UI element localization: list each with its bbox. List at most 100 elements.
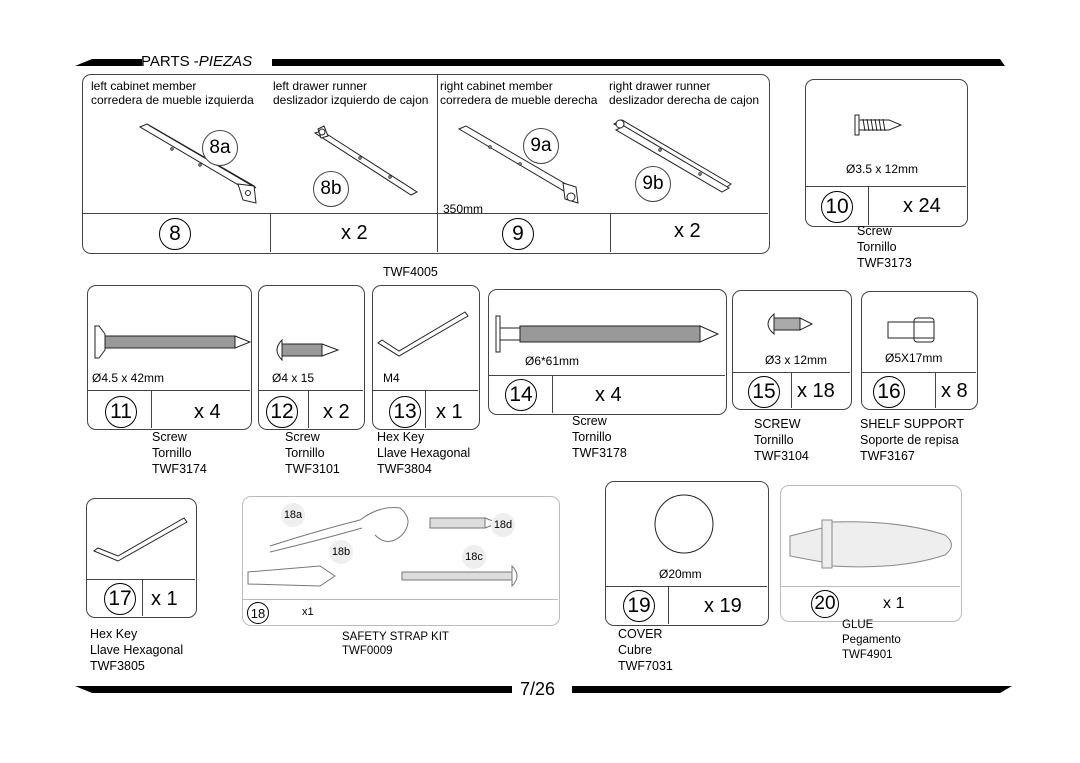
divider <box>806 186 966 187</box>
part-11-quantity: x 4 <box>194 401 221 423</box>
part-number-14: 14 <box>505 379 537 411</box>
part-number-10: 10 <box>821 191 853 223</box>
divider <box>373 390 478 391</box>
divider <box>308 391 309 428</box>
part-15-quantity: x 18 <box>797 380 835 402</box>
divider <box>151 391 152 428</box>
part-13-size: M4 <box>383 371 400 385</box>
sub-label-18c: 18c <box>462 545 486 569</box>
part-11-size: Ø4.5 x 42mm <box>92 371 165 385</box>
part-17-quantity: x 1 <box>151 588 178 610</box>
part-12-quantity: x 2 <box>323 401 350 423</box>
divider <box>87 579 195 580</box>
divider <box>142 580 143 616</box>
sub-label-8a: 8a <box>202 130 238 166</box>
divider <box>270 214 271 252</box>
divider <box>791 373 792 408</box>
divider <box>868 187 869 225</box>
divider <box>425 391 426 428</box>
divider <box>935 373 936 408</box>
divider <box>610 214 611 252</box>
part-19-size: Ø20mm <box>659 567 702 581</box>
divider <box>733 372 850 373</box>
sub-label-8b: 8b <box>313 171 349 207</box>
page-number: 7/26 <box>520 679 556 699</box>
part-12-size: Ø4 x 15 <box>272 371 315 385</box>
part-number-13: 13 <box>389 396 421 428</box>
part-13-box <box>372 285 480 430</box>
sub-label-18a: 18a <box>281 503 305 527</box>
part-number-12: 12 <box>266 396 298 428</box>
part-18-quantity: x1 <box>302 606 314 618</box>
runner-parts-box <box>82 74 770 254</box>
part-number-17: 17 <box>104 583 136 615</box>
runner-length: 350mm <box>443 202 484 216</box>
page-title: PARTS -PIEZAS <box>141 53 253 70</box>
part-number-16: 16 <box>873 376 905 408</box>
part-number-8: 8 <box>159 218 191 250</box>
sub-label-9b: 9b <box>635 166 671 202</box>
divider <box>781 586 960 587</box>
part-13-top-code: TWF4005 <box>383 265 438 279</box>
divider <box>243 599 558 600</box>
divider <box>862 372 976 373</box>
divider <box>88 390 250 391</box>
divider <box>668 587 669 624</box>
part-20-quantity: x 1 <box>883 595 905 612</box>
divider <box>552 376 553 413</box>
divider <box>437 75 438 252</box>
part-10-quantity: x 24 <box>903 195 941 217</box>
sub-label-18b: 18b <box>329 540 353 564</box>
part-13-quantity: x 1 <box>436 401 463 423</box>
part-number-20: 20 <box>811 590 839 618</box>
divider <box>606 586 767 587</box>
sub-label-18d: 18d <box>491 513 515 537</box>
sub-label-9a: 9a <box>523 128 559 164</box>
part-19-quantity: x 19 <box>704 595 742 617</box>
divider <box>83 213 768 214</box>
part-10-size: Ø3.5 x 12mm <box>846 162 919 176</box>
part-number-9: 9 <box>502 218 534 250</box>
part-number-11: 11 <box>105 396 137 428</box>
part-16-quantity: x 8 <box>941 380 968 402</box>
divider <box>489 375 725 376</box>
part-number-19: 19 <box>623 590 655 622</box>
part-8-quantity: x 2 <box>341 222 368 244</box>
part-9-quantity: x 2 <box>674 220 701 242</box>
part-number-18: 18 <box>247 602 269 624</box>
part-14-size: Ø6*61mm <box>525 354 580 368</box>
part-16-size: Ø5X17mm <box>885 351 943 365</box>
header-rule <box>75 59 1005 66</box>
part-14-quantity: x 4 <box>595 384 622 406</box>
divider <box>259 390 363 391</box>
part-15-size: Ø3 x 12mm <box>765 353 828 367</box>
